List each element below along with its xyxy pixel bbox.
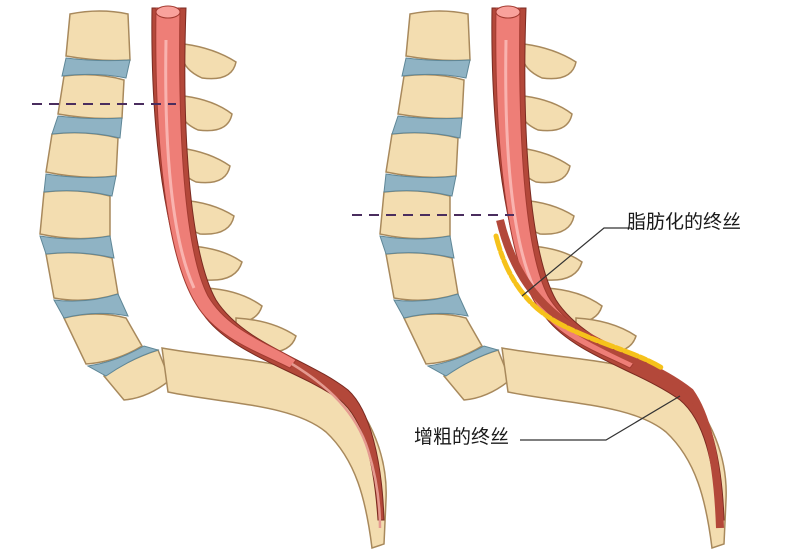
fatty-filum <box>493 233 665 371</box>
thickened-filum <box>496 219 724 529</box>
leader-line-thick <box>520 395 681 441</box>
spine-normal-anatomy <box>38 4 388 550</box>
normal-filum <box>291 362 382 529</box>
label-thickened-filum: 增粗的终丝 <box>414 426 510 448</box>
spine-abnormal-anatomy <box>378 4 728 550</box>
leader-line-fatty <box>521 227 632 297</box>
label-fatty-filum: 脂肪化的终丝 <box>627 211 742 233</box>
spine-normal <box>32 4 388 550</box>
spine-abnormal <box>352 4 728 550</box>
